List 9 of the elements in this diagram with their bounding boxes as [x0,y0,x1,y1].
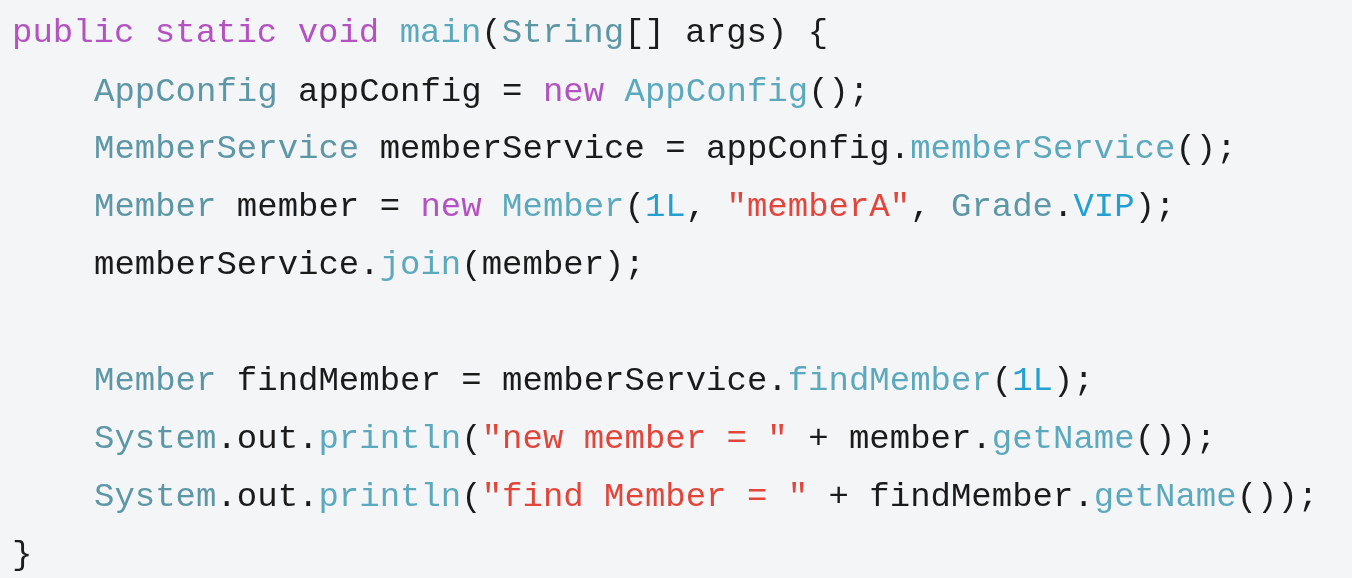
code-line: Member member = new Member(1L, "memberA", Grade.VIP); [94,187,1176,227]
code-line: System.out.println("find Member = " + findMember.getName()); [94,477,1319,517]
code-line: System.out.println("new member = " + member.getName()); [94,419,1217,459]
code-line: Member findMember = memberService.findMember(1L); [94,361,1094,401]
code-line: } [12,535,33,575]
code-line: AppConfig appConfig = new AppConfig(); [94,72,870,112]
code-line: public static void main(String[] args) { [12,13,829,53]
code-line: MemberService memberService = appConfig.memberService(); [94,129,1237,169]
code-line: memberService.join(member); [94,245,645,285]
